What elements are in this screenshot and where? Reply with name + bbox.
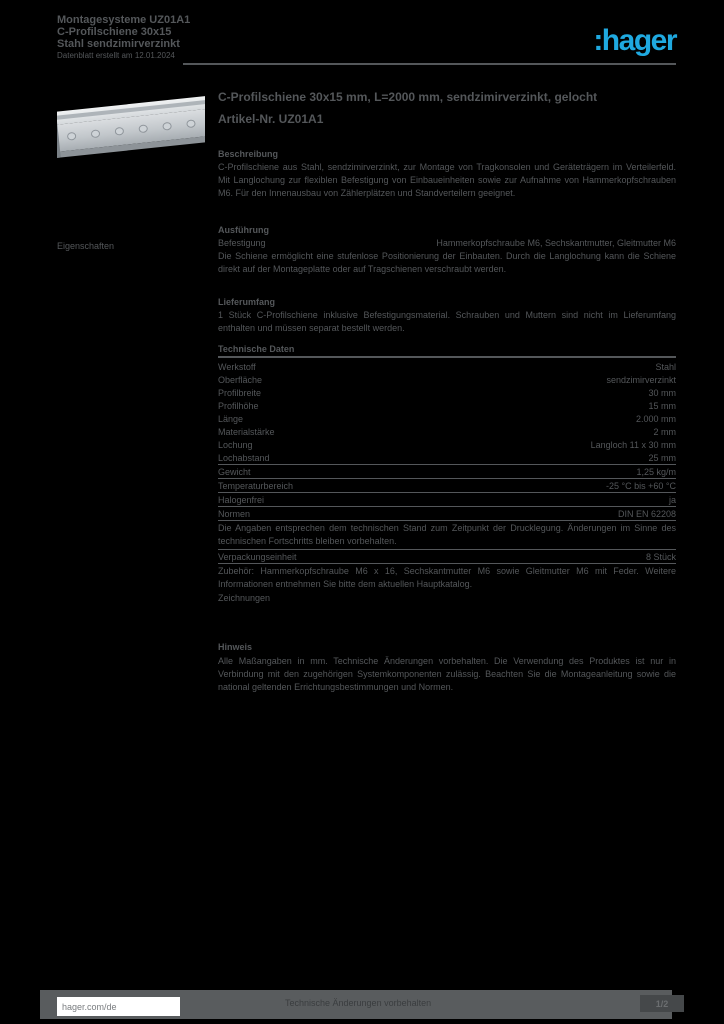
row-label: Länge <box>218 413 244 424</box>
row-value: 8 Stück <box>645 551 676 562</box>
row-label: Profilbreite <box>218 387 262 398</box>
table-row: Gewicht 1,25 kg/m <box>218 465 676 479</box>
row-value: Langloch 11 x 30 mm <box>590 439 676 450</box>
table-row: Lochabstand 25 mm <box>218 451 676 465</box>
footer-url-link[interactable]: hager.com/de <box>57 997 180 1016</box>
section-c-text: 1 Stück C-Profilschiene inklusive Befest… <box>218 310 676 333</box>
section-lieferumfang: Lieferumfang 1 Stück C-Profilschiene ink… <box>218 296 676 335</box>
row-value: Stahl <box>655 361 676 372</box>
table-row: Temperaturbereich -25 °C bis +60 °C <box>218 479 676 493</box>
product-photo <box>47 87 219 160</box>
table-row: Länge 2.000 mm <box>218 412 676 425</box>
row-label: Oberfläche <box>218 374 263 385</box>
table-row: Verpackungseinheit 8 Stück <box>218 550 676 564</box>
table-row: Halogenfrei ja <box>218 493 676 507</box>
table-row: Werkstoff Stahl <box>218 360 676 373</box>
row-value: -25 °C bis +60 °C <box>606 480 676 491</box>
section-b-row-label: Befestigung <box>218 238 266 248</box>
row-label: Gewicht <box>218 466 251 477</box>
row-value: 2 mm <box>653 426 677 437</box>
notice-section: Hinweis Alle Maßangaben in mm. Technisch… <box>218 641 676 694</box>
c-rail-illustration <box>47 95 219 159</box>
drawings-label: Zeichnungen <box>218 593 271 603</box>
section-b-text: Die Schiene ermöglicht eine stufenlose P… <box>218 251 676 274</box>
technical-note-2: Zubehör: Hammerkopfschraube M6 x 16, Sec… <box>218 566 676 589</box>
page-indicator: 1/2 <box>640 995 684 1012</box>
technical-data-divider <box>218 356 676 358</box>
header-line-3: Stahl sendzimirverzinkt <box>57 38 180 50</box>
table-row: Normen DIN EN 62208 <box>218 507 676 521</box>
row-label: Halogenfrei <box>218 494 265 505</box>
description-label: Beschreibung <box>218 149 279 159</box>
row-label: Lochabstand <box>218 452 270 463</box>
row-value: 25 mm <box>648 452 676 463</box>
header-line-2: C-Profilschiene 30x15 <box>57 26 172 38</box>
page-title: C-Profilschiene 30x15 mm, L=2000 mm, sen… <box>218 90 598 104</box>
technical-data-heading: Technische Daten <box>218 344 295 354</box>
section-c-heading: Lieferumfang <box>218 297 276 307</box>
table-row: Oberfläche sendzimirverzinkt <box>218 373 676 386</box>
section-b-heading: Ausführung <box>218 225 269 235</box>
row-label: Materialstärke <box>218 426 275 437</box>
hager-logo: :hager <box>593 24 677 57</box>
table-row: Profilbreite 30 mm <box>218 386 676 399</box>
header-line-4: Datenblatt erstellt am 12.01.2024 <box>57 51 175 60</box>
row-label: Werkstoff <box>218 361 256 372</box>
row-value: 1,25 kg/m <box>636 466 676 477</box>
row-value: 30 mm <box>648 387 676 398</box>
header-line-1: Montagesysteme UZ01A1 <box>57 14 191 26</box>
row-value: ja <box>668 494 676 505</box>
technical-note-1: Die Angaben entsprechen dem technischen … <box>218 521 676 550</box>
notice-text: Alle Maßangaben in mm. Technische Änderu… <box>218 656 676 692</box>
footer-center-text: Technische Änderungen vorbehalten <box>285 998 432 1008</box>
row-label: Profilhöhe <box>218 400 259 411</box>
row-label: Verpackungseinheit <box>218 551 297 562</box>
technical-data-section: Technische Daten Werkstoff Stahl Oberflä… <box>218 344 676 605</box>
footer-band: hager.com/de Technische Änderungen vorbe… <box>40 990 684 1019</box>
row-label: Normen <box>218 508 251 519</box>
row-value: 15 mm <box>648 400 676 411</box>
article-number: Artikel-Nr. UZ01A1 <box>218 112 324 126</box>
notice-label: Hinweis <box>218 642 253 652</box>
section-b-row-value: Hammerkopfschraube M6, Sechskantmutter, … <box>436 238 676 248</box>
header-product-codes: Montagesysteme UZ01A1 C-Profilschiene 30… <box>57 14 242 61</box>
table-row: Materialstärke 2 mm <box>218 425 676 438</box>
row-value: 2.000 mm <box>635 413 676 424</box>
table-row: Lochung Langloch 11 x 30 mm <box>218 438 676 451</box>
section-ausfuehrung: Ausführung Befestigung Hammerkopfschraub… <box>218 224 676 276</box>
section-b-row: Befestigung Hammerkopfschraube M6, Sechs… <box>218 237 676 250</box>
row-label: Temperaturbereich <box>218 480 294 491</box>
sidebar-section-label: Eigenschaften <box>57 241 115 251</box>
row-label: Lochung <box>218 439 253 450</box>
row-value: DIN EN 62208 <box>617 508 676 519</box>
table-row: Profilhöhe 15 mm <box>218 399 676 412</box>
row-value: sendzimirverzinkt <box>606 374 676 385</box>
description-text: C-Profilschiene aus Stahl, sendzimirverz… <box>218 162 676 198</box>
header-divider <box>183 63 676 65</box>
